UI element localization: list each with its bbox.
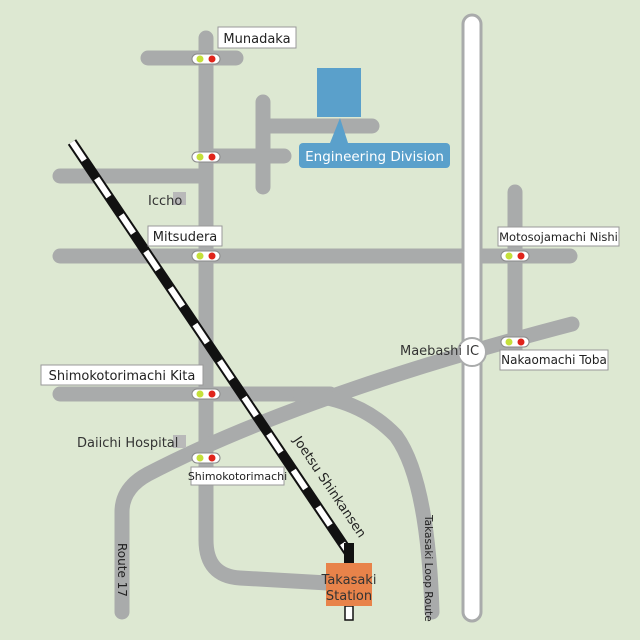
signal-shimokotorimachi-kita bbox=[191, 388, 221, 400]
signal-mitsudera bbox=[191, 250, 221, 262]
engineering-division-label: Engineering Division bbox=[305, 149, 444, 165]
signal-nakaomachi-toba bbox=[500, 336, 530, 348]
svg-text:Shimokotorimachi: Shimokotorimachi bbox=[188, 470, 287, 483]
label-nakaomachi-toba: Nakaomachi Toba bbox=[499, 349, 609, 371]
label-munadaka: Munadaka bbox=[217, 26, 297, 49]
label-shimokotorimachi-kita: Shimokotorimachi Kita bbox=[40, 364, 204, 386]
svg-text:Nakaomachi Toba: Nakaomachi Toba bbox=[501, 353, 607, 367]
takasaki-station-label-line2: Station bbox=[326, 589, 372, 604]
road-main-vertical bbox=[198, 30, 353, 592]
road-takasaki-loop bbox=[292, 386, 440, 620]
engineering-division-label-box bbox=[299, 143, 450, 168]
svg-text:Munadaka: Munadaka bbox=[223, 32, 290, 47]
engineering-division-building bbox=[317, 68, 361, 117]
svg-text:Shimokotorimachi Kita: Shimokotorimachi Kita bbox=[49, 369, 196, 384]
engineering-division-marker[interactable]: Engineering Division bbox=[299, 68, 450, 168]
label-mitsudera: Mitsudera bbox=[147, 225, 223, 247]
signal-shimokotorimachi bbox=[191, 452, 221, 464]
takasaki-station[interactable] bbox=[326, 563, 372, 606]
label-motosojamachi-nishi: Motosojamachi Nishi bbox=[497, 226, 620, 247]
signal-engineering bbox=[191, 151, 221, 163]
iccho-marker bbox=[173, 192, 186, 205]
railway-dashes bbox=[69, 140, 352, 555]
signal-munadaka bbox=[191, 53, 221, 65]
maebashi-ic-node bbox=[457, 337, 487, 367]
svg-text:Mitsudera: Mitsudera bbox=[153, 230, 218, 245]
label-takasaki-loop-route: Takasaki Loop Route bbox=[422, 514, 434, 622]
svg-text:Motosojamachi Nishi: Motosojamachi Nishi bbox=[499, 230, 618, 244]
signal-motosojamachi-nishi bbox=[500, 250, 530, 262]
label-iccho: Iccho bbox=[148, 194, 182, 209]
takasaki-station-label-line1: Takasaki bbox=[321, 573, 377, 588]
daiichi-hospital-marker bbox=[173, 435, 186, 448]
traffic-signals bbox=[191, 53, 530, 464]
railway-end-light bbox=[344, 605, 354, 621]
label-shimokotorimachi: Shimokotorimachi bbox=[188, 466, 287, 486]
label-daiichi-hospital: Daiichi Hospital bbox=[77, 436, 178, 451]
engineering-division-pointer bbox=[330, 118, 348, 143]
label-route-17: Route 17 bbox=[115, 543, 129, 597]
label-maebashi-ic: Maebashi IC bbox=[400, 344, 479, 359]
